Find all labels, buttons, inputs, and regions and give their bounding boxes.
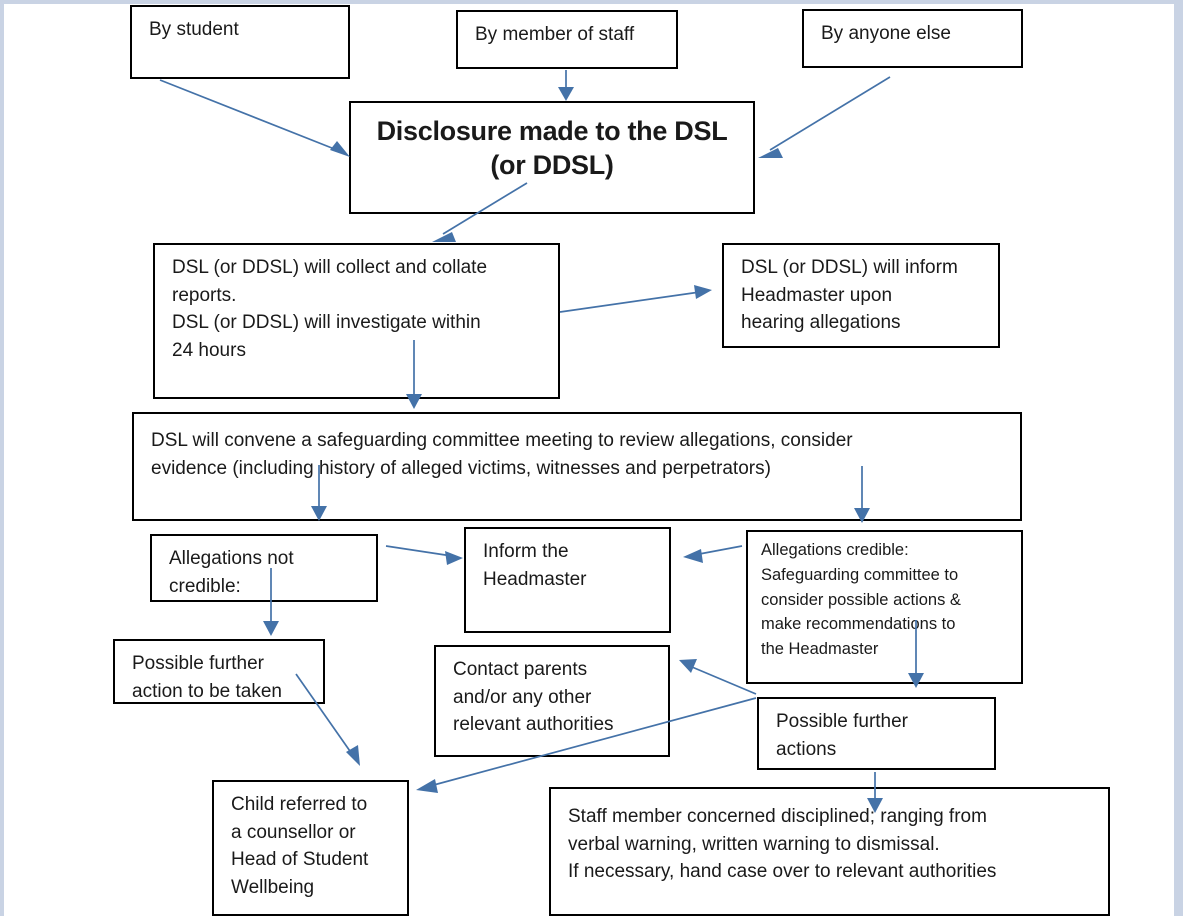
node-allegations-credible[interactable]: Allegations credible: Safeguarding commi… (746, 530, 1023, 684)
edge-not-credible-to-inform-head (385, 545, 463, 565)
node-dsl-collect-and-collate[interactable]: DSL (or DDSL) will collect and collate r… (153, 243, 560, 399)
node-possible-further-actions[interactable]: Possible further actions (757, 697, 996, 770)
left-edge-band (0, 0, 4, 916)
node-allegations-not-credible[interactable]: Allegations not credible: (150, 534, 378, 602)
top-edge-band (0, 0, 1183, 4)
node-by-student[interactable]: By student (130, 5, 350, 79)
edge-by-student-to-disclosure (159, 79, 350, 157)
node-contact-parents[interactable]: Contact parents and/or any other relevan… (434, 645, 670, 757)
node-disclosure-made-to-dsl[interactable]: Disclosure made to the DSL (or DDSL) (349, 101, 755, 214)
edge-by-anyone-to-disclosure (758, 76, 891, 158)
node-by-member-of-staff[interactable]: By member of staff (456, 10, 678, 69)
node-staff-member-disciplined[interactable]: Staff member concerned disciplined; rang… (549, 787, 1110, 916)
edge-dsl-collect-to-inform-head (559, 285, 712, 313)
right-edge-band (1174, 0, 1183, 916)
edge-by-staff-to-disclosure (558, 70, 574, 101)
node-child-referred-to-counsellor[interactable]: Child referred to a counsellor or Head o… (212, 780, 409, 916)
edge-further-actions-to-contact-parents (679, 659, 757, 695)
node-dsl-inform-headmaster[interactable]: DSL (or DDSL) will inform Headmaster upo… (722, 243, 1000, 348)
node-possible-further-action-to-be-taken[interactable]: Possible further action to be taken (113, 639, 325, 704)
node-inform-the-headmaster[interactable]: Inform the Headmaster (464, 527, 671, 633)
node-by-anyone-else[interactable]: By anyone else (802, 9, 1023, 68)
node-convene-safeguarding-committee[interactable]: DSL will convene a safeguarding committe… (132, 412, 1022, 521)
edge-credible-to-inform-head (683, 545, 743, 563)
